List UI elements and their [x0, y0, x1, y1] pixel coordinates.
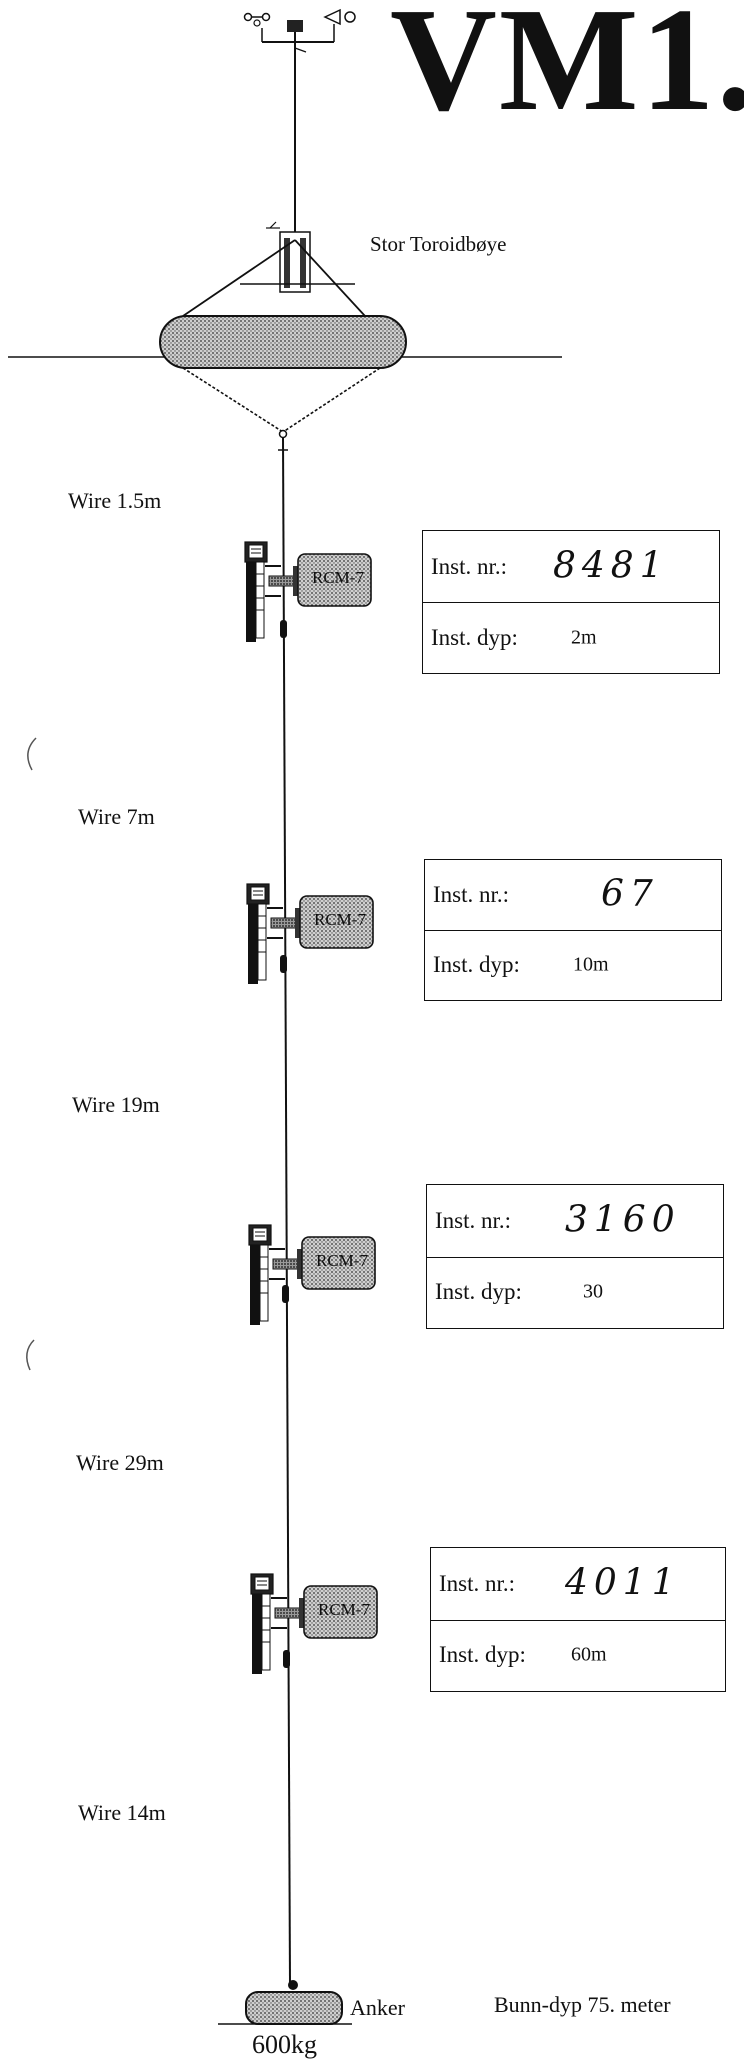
inst-nr-label: Inst. nr.:: [439, 1570, 516, 1596]
inst-nr-label: Inst. nr.:: [431, 553, 508, 579]
anchor-weight-label: 600kg: [252, 2030, 317, 2059]
instrument-type-1: RCM-7: [312, 568, 364, 587]
instrument-type-2: RCM-7: [314, 910, 366, 929]
inst-nr-value: 67: [601, 873, 659, 915]
instrument-box-4: Inst. nr.: 4011 Inst. dyp: 60m: [430, 1547, 726, 1692]
mooring-title: VM1.: [390, 0, 744, 142]
wire-label-1: Wire 1.5m: [68, 488, 162, 513]
inst-dyp-value: 60m: [571, 1643, 607, 1666]
inst-nr-label: Inst. nr.:: [433, 882, 510, 907]
wire-label-5: Wire 14m: [78, 1800, 166, 1825]
inst-dyp-value: 10m: [573, 953, 609, 976]
inst-dyp-value: 2m: [571, 626, 597, 648]
inst-nr-value: 3160: [565, 1199, 681, 1241]
inst-nr-value: 8481: [553, 545, 669, 587]
inst-dyp-label: Inst. dyp:: [431, 624, 518, 650]
buoy-label: Stor Toroidbøye: [370, 232, 507, 256]
instrument-box-2: Inst. nr.: 67 Inst. dyp: 10m: [424, 859, 722, 1001]
inst-dyp-value: 30: [583, 1280, 603, 1303]
inst-dyp-label: Inst. dyp:: [435, 1279, 522, 1305]
wire-label-3: Wire 19m: [72, 1092, 160, 1117]
instrument-box-1: Inst. nr.: 8481 Inst. dyp: 2m: [422, 530, 720, 674]
instrument-type-4: RCM-7: [318, 1600, 370, 1619]
inst-dyp-label: Inst. dyp:: [439, 1642, 526, 1668]
instrument-box-3: Inst. nr.: 3160 Inst. dyp: 30: [426, 1184, 724, 1329]
inst-nr-label: Inst. nr.:: [435, 1207, 512, 1233]
inst-dyp-label: Inst. dyp:: [433, 952, 520, 977]
anchor-label: Anker: [350, 1995, 405, 2020]
inst-nr-value: 4011: [565, 1562, 681, 1604]
wire-label-4: Wire 29m: [76, 1450, 164, 1475]
wire-label-2: Wire 7m: [78, 804, 155, 829]
bottom-depth-label: Bunn-dyp 75. meter: [494, 1992, 671, 2017]
instrument-type-3: RCM-7: [316, 1251, 368, 1270]
